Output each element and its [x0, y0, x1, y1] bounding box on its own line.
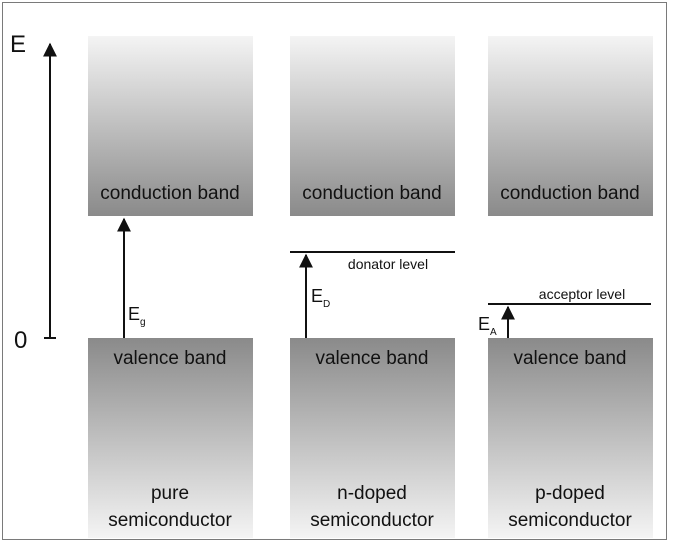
valence-band-label: valence band	[513, 348, 626, 369]
type-label-line2: semiconductor	[508, 510, 632, 531]
type-label-line1: p-doped	[535, 483, 605, 504]
column-p-doped: conduction band acceptor level valence b…	[478, 36, 653, 538]
gap-symbol: EA	[478, 314, 497, 338]
valence-band	[488, 338, 653, 538]
type-label-line1: pure	[151, 483, 189, 504]
gap-symbol: Eg	[128, 304, 146, 328]
conduction-band	[88, 36, 253, 216]
zero-label: 0	[14, 327, 27, 354]
valence-band-label: valence band	[315, 348, 428, 369]
energy-axis-label: E	[10, 31, 26, 58]
donator-level-label: donator level	[348, 256, 428, 272]
type-label-line1: n-doped	[337, 483, 407, 504]
gap-symbol: ED	[311, 286, 330, 310]
conduction-band	[290, 36, 455, 216]
column-pure: conduction band valence band Eg pure sem…	[88, 36, 253, 538]
conduction-band	[488, 36, 653, 216]
valence-band	[290, 338, 455, 538]
acceptor-level-label: acceptor level	[539, 286, 625, 302]
conduction-band-label: conduction band	[500, 183, 639, 204]
column-n-doped: conduction band donator level valence ba…	[290, 36, 455, 538]
valence-band	[88, 338, 253, 538]
valence-band-label: valence band	[113, 348, 226, 369]
conduction-band-label: conduction band	[302, 183, 441, 204]
conduction-band-label: conduction band	[100, 183, 239, 204]
type-label-line2: semiconductor	[310, 510, 434, 531]
type-label-line2: semiconductor	[108, 510, 232, 531]
